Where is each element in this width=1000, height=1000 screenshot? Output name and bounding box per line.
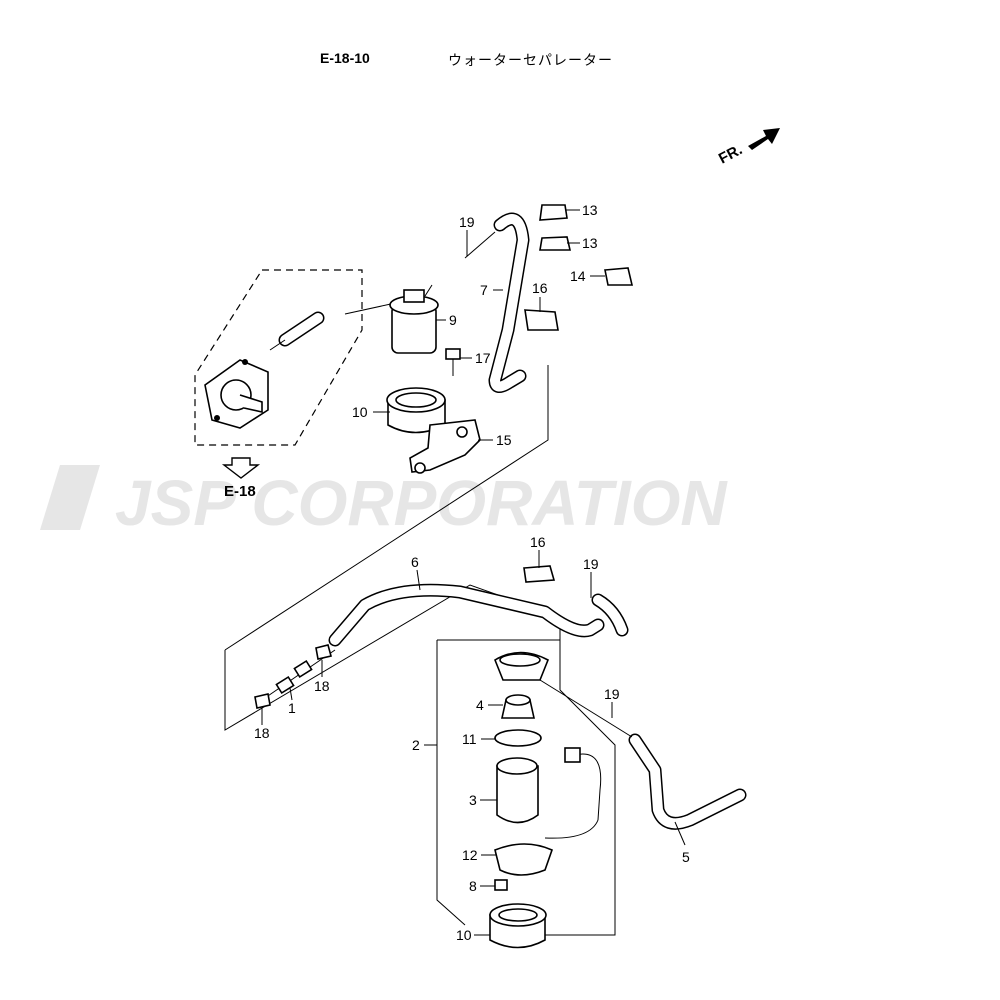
callout-13b: 13	[582, 235, 598, 251]
callout-16a: 16	[532, 280, 548, 296]
callout-numbers: 13 13 14 19 7 16 9 17 10 15 6 16 19 18 1…	[254, 202, 690, 943]
diagram-title: ウォーターセパレーター	[448, 53, 613, 69]
leader-lines	[261, 209, 686, 936]
watermark-text: JSP CORPORATION	[115, 467, 728, 539]
part-1-joint	[275, 659, 313, 695]
part-13-clip-a	[539, 204, 568, 221]
diagram-code: E-18-10	[320, 50, 370, 66]
front-direction-indicator: FR.	[716, 128, 780, 168]
callout-18a: 18	[314, 678, 330, 694]
fuel-pump-body	[204, 359, 269, 429]
callout-10b: 10	[456, 927, 472, 943]
part-11-o-ring	[494, 729, 542, 747]
part-4-cap	[501, 694, 535, 719]
part-18-clip-b	[315, 644, 332, 660]
part-15-bracket	[409, 419, 481, 474]
callout-17: 17	[475, 350, 491, 366]
assembly-outline-right	[505, 689, 616, 936]
callout-6: 6	[411, 554, 419, 570]
callout-18b: 18	[254, 725, 270, 741]
watermark: JSP CORPORATION	[40, 465, 728, 539]
callout-19c: 19	[604, 686, 620, 702]
front-label: FR.	[716, 141, 745, 167]
callout-8: 8	[469, 878, 477, 894]
part-16-clip-upper	[524, 309, 559, 331]
part-13-clip-b	[539, 236, 572, 251]
part-16-clip-lower	[523, 565, 556, 583]
assembly-outline-upper	[224, 365, 549, 651]
part-8-screw	[494, 879, 508, 891]
callout-5: 5	[682, 849, 690, 865]
separator-bracket-left	[436, 640, 466, 926]
callout-4: 4	[476, 697, 484, 713]
separator-head	[494, 651, 550, 681]
sensor-wire	[544, 747, 602, 839]
callout-3: 3	[469, 792, 477, 808]
callout-15: 15	[496, 432, 512, 448]
engine-ref-box	[194, 269, 363, 446]
callout-2: 2	[412, 737, 420, 753]
callout-12: 12	[462, 847, 478, 863]
front-arrow-icon	[748, 128, 780, 150]
callout-13a: 13	[582, 202, 598, 218]
watermark-logo-mark	[40, 465, 100, 530]
clips-upper	[524, 204, 634, 331]
part-17-bolt	[445, 348, 461, 376]
assembly-outline-lower	[224, 584, 561, 731]
callout-9: 9	[449, 312, 457, 328]
part-9-inline-filter	[389, 289, 439, 354]
callout-19a: 19	[459, 214, 475, 230]
lower-hoses	[261, 583, 747, 830]
callout-7: 7	[480, 282, 488, 298]
part-3-bowl	[496, 757, 539, 824]
part-18-clip-a	[254, 693, 271, 709]
callout-19b: 19	[583, 556, 599, 572]
callout-11: 11	[462, 731, 477, 747]
part-10-clamp-lower	[489, 903, 547, 949]
callout-10a: 10	[352, 404, 368, 420]
callout-14: 14	[570, 268, 586, 284]
reference-label: E-18	[224, 483, 256, 500]
callout-1: 1	[288, 700, 296, 716]
reference-arrow: E-18	[221, 457, 261, 500]
callout-16b: 16	[530, 534, 546, 550]
part-12-bracket	[494, 843, 553, 876]
part-14-clip	[604, 267, 634, 286]
